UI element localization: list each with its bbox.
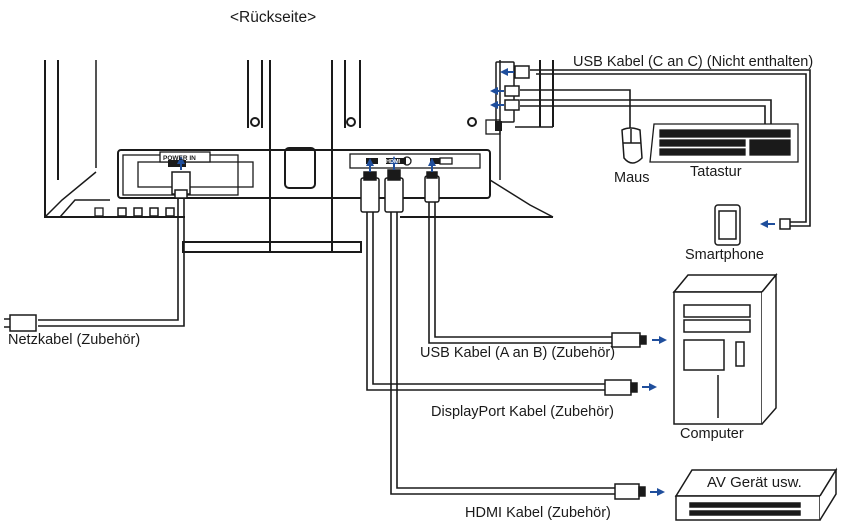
smartphone-label: Smartphone [685, 247, 764, 263]
smartphone-device [714, 204, 741, 246]
keyboard-device [649, 123, 799, 163]
diagram-title: <Rückseite> [230, 9, 317, 26]
mouse-device [621, 127, 643, 164]
hdmi-port-label: HDMI [386, 159, 401, 165]
power-cable-label: Netzkabel (Zubehör) [8, 332, 141, 348]
displayport-cable-label: DisplayPort Kabel (Zubehör) [431, 404, 614, 420]
av-device-label: AV Gerät usw. [707, 474, 802, 491]
usb-c-cable-label: USB Kabel (C an C) (Nicht enthalten) [573, 54, 814, 70]
monitor-back [44, 60, 554, 253]
av-device [674, 467, 838, 521]
direction-arrows [177, 68, 775, 496]
mouse-label: Maus [614, 170, 650, 186]
cables [38, 69, 811, 495]
cable-plugs [4, 65, 791, 500]
power-port-label: POWER IN [163, 155, 196, 162]
hdmi-cable-label: HDMI Kabel (Zubehör) [465, 505, 611, 521]
usb-ab-cable-label: USB Kabel (A an B) (Zubehör) [420, 345, 616, 361]
computer-device [672, 272, 778, 425]
keyboard-label: Tatastur [690, 164, 742, 180]
computer-label: Computer [680, 426, 744, 442]
